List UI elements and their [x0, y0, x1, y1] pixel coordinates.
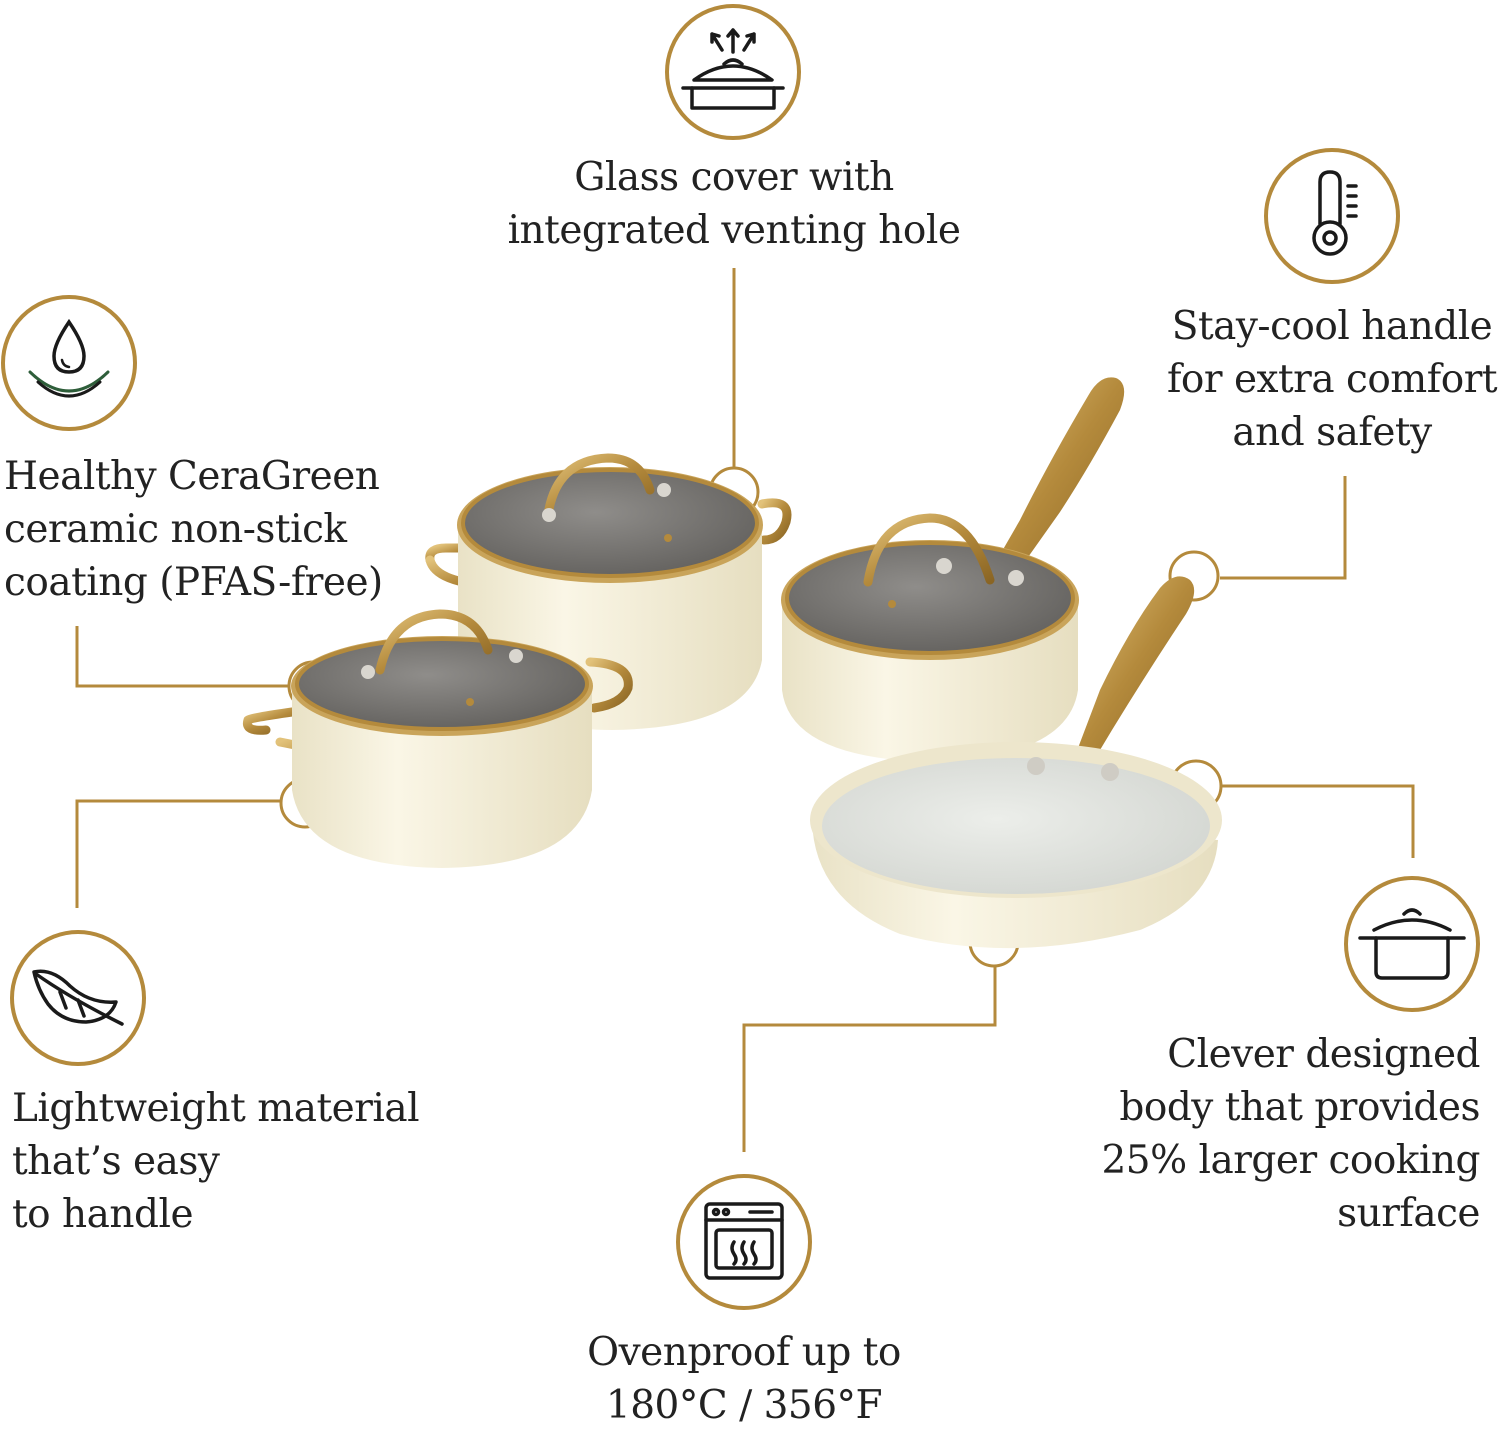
- pot-lid-steam-icon: [665, 4, 801, 140]
- stay-cool-line-3: and safety: [1232, 410, 1432, 455]
- clever-body-line-4: surface: [1337, 1191, 1480, 1236]
- ovenproof-line-2: 180°C / 356°F: [605, 1383, 883, 1428]
- clever-body-line-2: body that provides: [1119, 1085, 1480, 1130]
- glass-cover-line-1: Glass cover with: [574, 155, 894, 200]
- glass-cover-line-2: integrated venting hole: [507, 208, 961, 253]
- thermometer-icon: [1264, 148, 1400, 284]
- icon-badges: [1, 4, 1480, 1310]
- ceragreen-line-2: ceramic non-stick: [4, 507, 347, 552]
- ovenproof-line-1: Ovenproof up to: [587, 1330, 901, 1375]
- stay-cool-line-2: for extra comfort: [1166, 357, 1498, 402]
- glass-cover-label: Glass cover with integrated venting hole: [484, 151, 984, 257]
- feather-icon: [10, 930, 146, 1066]
- small-casserole: [242, 609, 633, 868]
- oven-icon: [676, 1174, 812, 1310]
- stay-cool-label: Stay-cool handle for extra comfort and s…: [1150, 300, 1500, 459]
- ovenproof-label: Ovenproof up to 180°C / 356°F: [544, 1326, 944, 1432]
- leader-line-clever-body: [1222, 784, 1415, 858]
- clever-body-line-1: Clever designed: [1167, 1032, 1480, 1077]
- lightweight-line-2: that’s easy: [12, 1139, 220, 1184]
- leader-line-lightweight: [75, 799, 280, 908]
- lightweight-line-1: Lightweight material: [12, 1086, 420, 1131]
- stay-cool-line-1: Stay-cool handle: [1171, 304, 1493, 349]
- leader-line-stay-cool: [1220, 476, 1347, 580]
- water-drop-icon: [1, 295, 137, 431]
- frying-pan: [810, 576, 1222, 949]
- leader-line-ovenproof: [742, 966, 997, 1152]
- ceragreen-line-3: coating (PFAS-free): [4, 560, 383, 605]
- leader-lines: [75, 268, 1415, 1152]
- ceragreen-line-1: Healthy CeraGreen: [4, 454, 380, 499]
- pointer-circle-handle: [1168, 550, 1220, 602]
- clever-body-line-3: 25% larger cooking: [1101, 1138, 1480, 1183]
- leader-line-ceragreen: [75, 626, 288, 688]
- clever-body-label: Clever designed body that provides 25% l…: [1040, 1028, 1480, 1240]
- saucepan: [781, 377, 1125, 762]
- lightweight-line-3: to handle: [12, 1192, 194, 1237]
- ceragreen-label: Healthy CeraGreen ceramic non-stick coat…: [4, 450, 424, 609]
- cooking-pot-icon: [1344, 876, 1480, 1012]
- lightweight-label: Lightweight material that’s easy to hand…: [12, 1082, 472, 1241]
